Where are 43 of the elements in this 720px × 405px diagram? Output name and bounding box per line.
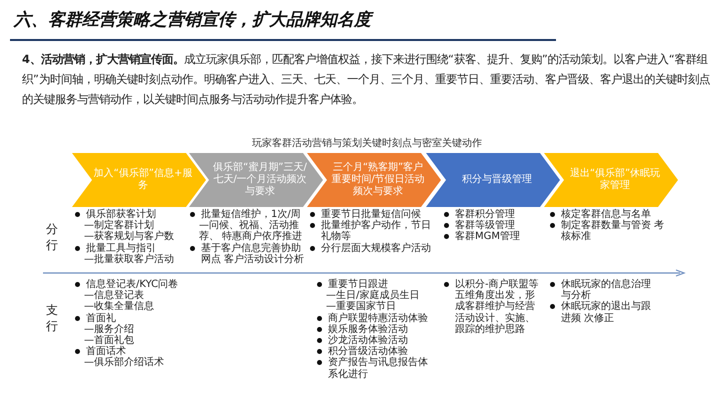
chevron-step: 积分与晋级管理 xyxy=(426,153,560,207)
sub-item: —服务介绍 xyxy=(83,324,135,335)
list-item: 以积分-商户联盟等五维角度出发，形成客群维护与经营活动设计、实施、跟踪的维护思路 xyxy=(443,279,543,336)
list-item: 批量工具与指引 xyxy=(74,242,186,254)
list-item: 客群MGM管理 xyxy=(443,231,538,243)
intro-paragraph: 4、活动营销，扩大营销宣传面。成立玩家俱乐部，匹配客户增值权益，接下来进行围绕“获客、提升、复购”的活动策划。以客户进入“客群组织”为时间轴，明确关键时刻点动作。明确客户进入、三天、七天、一个月、三个月、重要节日、重要活动、客户晋级、客户退出的关键时刻点的关键服务与营销动作，以关键时间点服务与活动动作提升客户体验。 xyxy=(22,51,711,108)
chevron-step: 三个月“熟客期”客户重要时间/节假日活动频次与要求 xyxy=(307,153,441,207)
sub-item: —获客规划与客户数 xyxy=(83,231,175,242)
sub-item: —批量获取客户活动 xyxy=(83,254,175,266)
list-item: 首面礼 xyxy=(74,312,204,324)
sub-item: —生日/家庭成员生日 xyxy=(325,290,420,302)
list-item: 沙龙活动体验活动 xyxy=(316,335,434,346)
list-item: 客群积分管理 xyxy=(443,209,538,220)
sub-item: —收集全量信息 xyxy=(83,301,155,312)
list-item: 休眠玩家的信息治理与分析 xyxy=(549,279,654,302)
list-item: 重要节日批量短信问候 xyxy=(309,209,433,220)
list-item: 俱乐部获客计划 xyxy=(74,209,186,220)
list-item: 信息登记表/KYC问卷 xyxy=(74,279,204,290)
chevron-step: 退出“俱乐部”休眠玩家管理 xyxy=(544,153,678,207)
list-item: 批量短信维护，1次/周 xyxy=(189,209,305,220)
list-item: 商户联盟特惠活动体验 xyxy=(316,312,434,324)
chevron-step: 加入“俱乐部”信息+服务 xyxy=(72,153,206,207)
list-item: 分行层面大规模客户活动 xyxy=(309,242,433,254)
list-item: 批量维护客户动作，节日礼物等 xyxy=(309,220,433,243)
list-item: 基于客户信息完善协助网点 客户活动设计分析 xyxy=(189,242,305,266)
sub-item: —信息登记表 xyxy=(83,290,144,302)
sub-item: —制定客群计划 xyxy=(83,220,154,232)
list-item: 重要节日跟进 xyxy=(316,279,434,290)
row-label: 支行 xyxy=(46,303,59,334)
sub-item: —问候、祝福、活动推荐、 特惠商户依序推进 xyxy=(198,220,304,242)
list-item: 客群等级管理 xyxy=(443,220,538,232)
row-label: 分行 xyxy=(46,222,59,254)
chart-title: 玩家客群活动营销与策划关键时刻点与密室关键动作 xyxy=(252,136,482,150)
list-item: 制定客群数量与管资 考核标准 xyxy=(549,220,669,243)
list-item: 休眠玩家的退出与跟进频 次修正 xyxy=(549,301,654,324)
list-item: 资产报告与讯息报告体系化进行 xyxy=(316,357,434,380)
list-item: 积分晋级活动体验 xyxy=(316,346,434,358)
sub-item: —重要国家节日 xyxy=(325,301,397,312)
list-item: 娱乐服务体验活动 xyxy=(316,324,434,336)
list-item: 首面话术 xyxy=(74,346,204,358)
list-item: 核定客群信息与名单 xyxy=(549,209,669,220)
sub-item: —首面礼包 xyxy=(83,335,135,346)
sub-item: —俱乐部介绍话术 xyxy=(83,357,165,369)
